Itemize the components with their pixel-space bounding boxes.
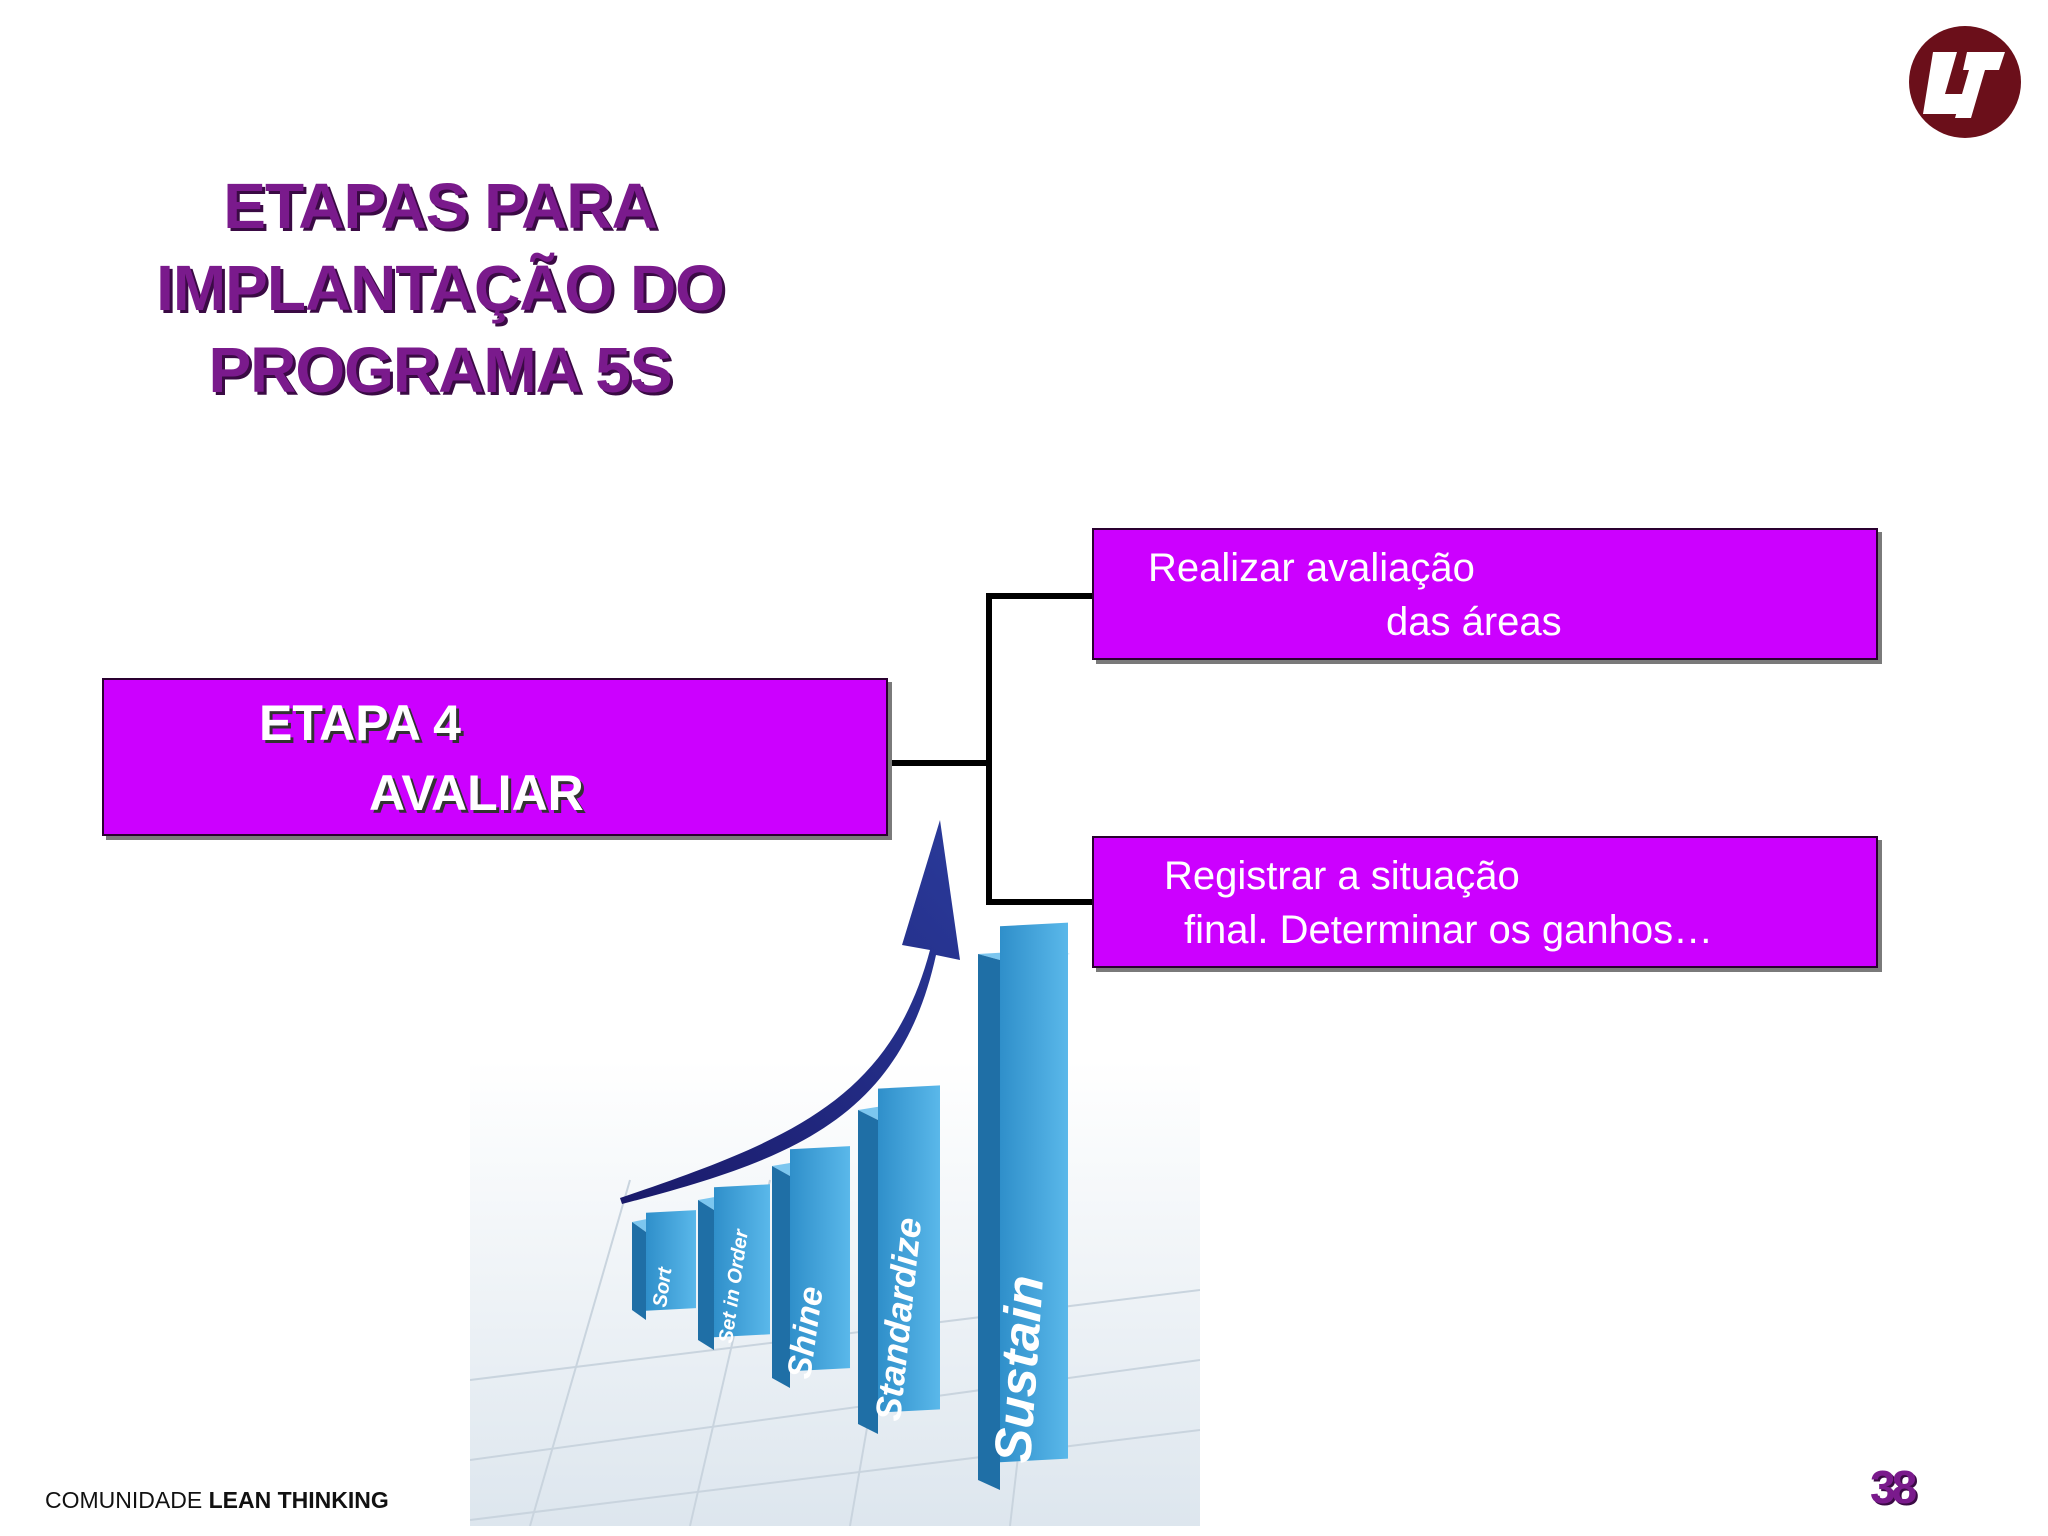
connector-horizontal-main — [888, 760, 990, 766]
page-number: 38 — [1870, 1461, 1917, 1513]
connector-branch-bottom — [986, 899, 1092, 905]
footer-prefix: COMUNIDADE — [45, 1487, 209, 1513]
title-line-2: IMPLANTAÇÃO DO — [156, 252, 725, 324]
task-1-line-1: Realizar avaliação — [1148, 546, 1475, 590]
task-2-line-1: Registrar a situação — [1164, 854, 1520, 898]
stage-box: ETAPA 4 AVALIAR — [102, 678, 888, 836]
task-1-line-2: das áreas — [1386, 600, 1562, 644]
bar-set-in-order: Set in Order — [698, 1184, 770, 1350]
stage-name: AVALIAR — [369, 765, 584, 821]
bar-sort: Sort — [632, 1210, 696, 1320]
bar-shine: Shine — [772, 1146, 850, 1388]
bar-sustain: Sustain — [978, 922, 1070, 1490]
bar-label-sustain: Sustain — [984, 1273, 1055, 1464]
connector-branch-top — [986, 593, 1092, 599]
title-line-3: PROGRAMA 5S — [208, 334, 672, 406]
task-2-line-2: final. Determinar os ganhos… — [1184, 908, 1714, 952]
footer-bold: LEAN THINKING — [208, 1487, 389, 1513]
task-box-record: Registrar a situação final. Determinar o… — [1092, 836, 1878, 968]
footer-brand: COMUNIDADE LEAN THINKING — [45, 1487, 389, 1514]
connector-vertical — [986, 593, 992, 905]
page-title: ETAPAS PARA IMPLANTAÇÃO DO PROGRAMA 5S — [60, 165, 820, 411]
title-line-1: ETAPAS PARA — [223, 170, 657, 242]
5s-bar-illustration: Sort Set in Order Shine Standardize Sust… — [470, 820, 1200, 1526]
stage-number: ETAPA 4 — [259, 695, 461, 751]
task-box-evaluate: Realizar avaliação das áreas — [1092, 528, 1878, 660]
bar-standardize: Standardize — [858, 1085, 940, 1434]
lean-institute-logo — [1909, 26, 2021, 138]
